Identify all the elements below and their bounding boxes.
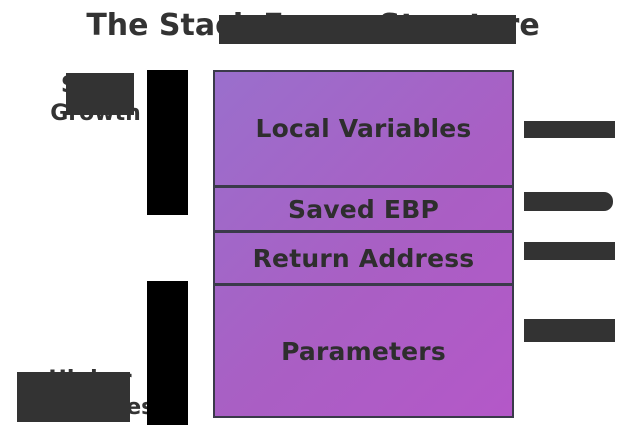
stack-segment-return-address[interactable]: Return Address: [215, 230, 512, 283]
stack-segment-local-variables-label: Local Variables: [255, 114, 472, 143]
right-note-parameters: [524, 319, 615, 342]
right-note-saved-ebp: [524, 192, 613, 211]
stack-segment-local-variables[interactable]: Local Variables: [215, 72, 512, 185]
right-note-return-address: [524, 242, 615, 260]
title-redaction-block: [219, 15, 516, 44]
stack-segment-parameters-label: Parameters: [281, 336, 446, 366]
higher-addresses-label-redaction-block: [17, 372, 130, 422]
stack-growth-arrow-icon: [147, 70, 188, 215]
stack-segment-saved-ebp-label: Saved EBP: [288, 194, 439, 224]
right-note-local-variables: [524, 121, 615, 138]
stack-segment-parameters[interactable]: Parameters: [215, 283, 512, 416]
stack-segment-return-address-label: Return Address: [252, 243, 475, 273]
stack-frame-box: Local Variables Saved EBP Return Address…: [213, 70, 514, 418]
stack-segment-saved-ebp[interactable]: Saved EBP: [215, 185, 512, 230]
higher-address-arrow-icon: [147, 281, 188, 425]
stack-growth-label-redaction-block: [66, 73, 134, 115]
